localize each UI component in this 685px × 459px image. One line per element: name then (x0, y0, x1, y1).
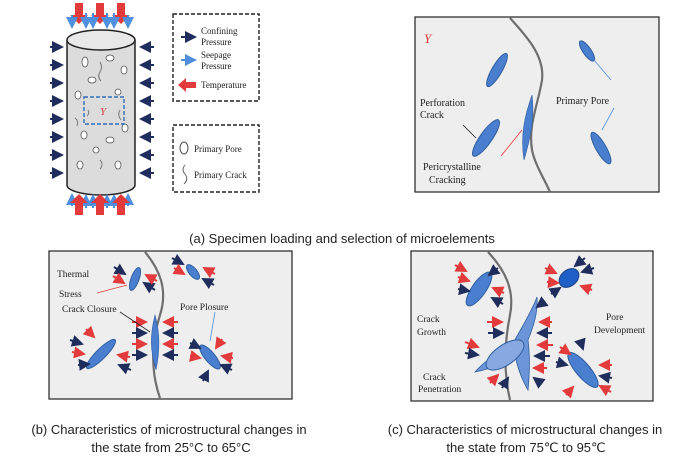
leader-perforation (462, 124, 477, 139)
leader-primary-pore-upper (593, 59, 612, 81)
leader-pore-plosure (209, 311, 216, 342)
legend-primary-crack: Primary Crack (194, 170, 247, 180)
panel-c-stress-arrows (454, 255, 613, 399)
panel-c-pore-4 (485, 339, 525, 371)
pericrystalline-l2: Cracking (429, 175, 466, 186)
specimen-y-label: Y (100, 106, 108, 118)
caption-c-line1: (c) Characteristics of microstructural c… (388, 422, 663, 437)
panel-c-crack-curve (487, 251, 513, 401)
top-seepage-arrows (66, 13, 134, 29)
load-legend: Confining Pressure Seepage Pressure Temp… (172, 13, 260, 102)
pore-development-l2: Development (594, 326, 646, 336)
zoom-pore-lower (471, 119, 501, 157)
panel-c-pore-2 (558, 268, 580, 288)
zoom-y-label: Y (424, 31, 433, 46)
legend-temperature: Temperature (201, 80, 246, 90)
specimen-diagram: Y (50, 3, 154, 215)
primary-pore-label: Primary Pore (556, 96, 610, 107)
leader-thermal-stress (96, 284, 128, 294)
microelement-selection-box (83, 96, 125, 125)
temperature-arrow-icon (178, 78, 196, 92)
thermal-stress-l2: Stress (59, 290, 82, 300)
specimen-cracks (74, 61, 122, 170)
crack-growth-l1: Crack (417, 315, 440, 325)
crack-closure-label: Crack Closure (62, 305, 117, 315)
legend-confining-l1: Confining (201, 26, 238, 36)
legend-confining-l2: Pressure (201, 37, 232, 47)
leader-pericrystalline (500, 129, 523, 157)
crack-penetration-l1: Crack (423, 373, 446, 383)
left-confining-arrows (50, 41, 64, 179)
zoom-pore-upper (486, 52, 508, 88)
panel-b-pore-1 (128, 267, 142, 291)
pore-development-l1: Pore (606, 313, 623, 323)
primary-pore-icon (179, 141, 189, 155)
thermal-stress-l1: Thermal (57, 270, 90, 280)
caption-b-line2: the state from 25°C to 65°C (91, 440, 250, 455)
crack-penetration-l2: Penetration (418, 385, 462, 395)
panel-b-pore-2 (185, 264, 201, 280)
specimen-pores (74, 54, 129, 170)
zoom-pore-right-lower (590, 131, 612, 165)
caption-b-line1: (b) Characteristics of microstructural c… (31, 422, 306, 437)
pericrystalline-l1: Pericrystalline (423, 162, 481, 173)
perforation-crack-l2: Crack (420, 110, 444, 121)
crack-growth-l2: Growth (417, 328, 446, 338)
bottom-temperature-arrows (70, 194, 130, 215)
leader-primary-pore-lower (601, 107, 615, 131)
primary-crack-icon (182, 164, 188, 185)
legend-seepage-l1: Seepage (201, 50, 231, 60)
panel-b-crack-curve (144, 251, 165, 399)
perforation-crack-l1: Perforation (420, 98, 465, 109)
specimen-top-face (66, 29, 136, 51)
zoom-pore-right-upper (578, 40, 596, 62)
legend-primary-pore: Primary Pore (194, 144, 242, 154)
panel-b: Thermal Stress Crack Closure Pore Plosur… (48, 250, 293, 400)
panel-b-stress-arrows (69, 253, 234, 383)
caption-a: (a) Specimen loading and selection of mi… (189, 231, 495, 246)
panel-a-zoom: Y Perforation Crack Primary Pore Pericry… (414, 16, 660, 193)
pore-plosure-label: Pore Plosure (180, 303, 228, 313)
grain-boundary-crack (509, 17, 552, 193)
legend-seepage-l2: Pressure (201, 61, 232, 71)
panel-b-crack-sliver (151, 313, 160, 371)
pericrystalline-crack-sliver (522, 94, 534, 161)
panel-c: Crack Growth Pore Development Crack Pene… (410, 250, 654, 402)
right-confining-arrows (139, 41, 154, 179)
top-temperature-arrows (70, 3, 130, 24)
leader-crack-closure (119, 311, 151, 333)
defect-legend: Primary Pore Primary Crack (172, 124, 260, 193)
defect-legend-box (172, 124, 260, 193)
caption-c-line2: the state from 75℃ to 95℃ (446, 440, 605, 455)
